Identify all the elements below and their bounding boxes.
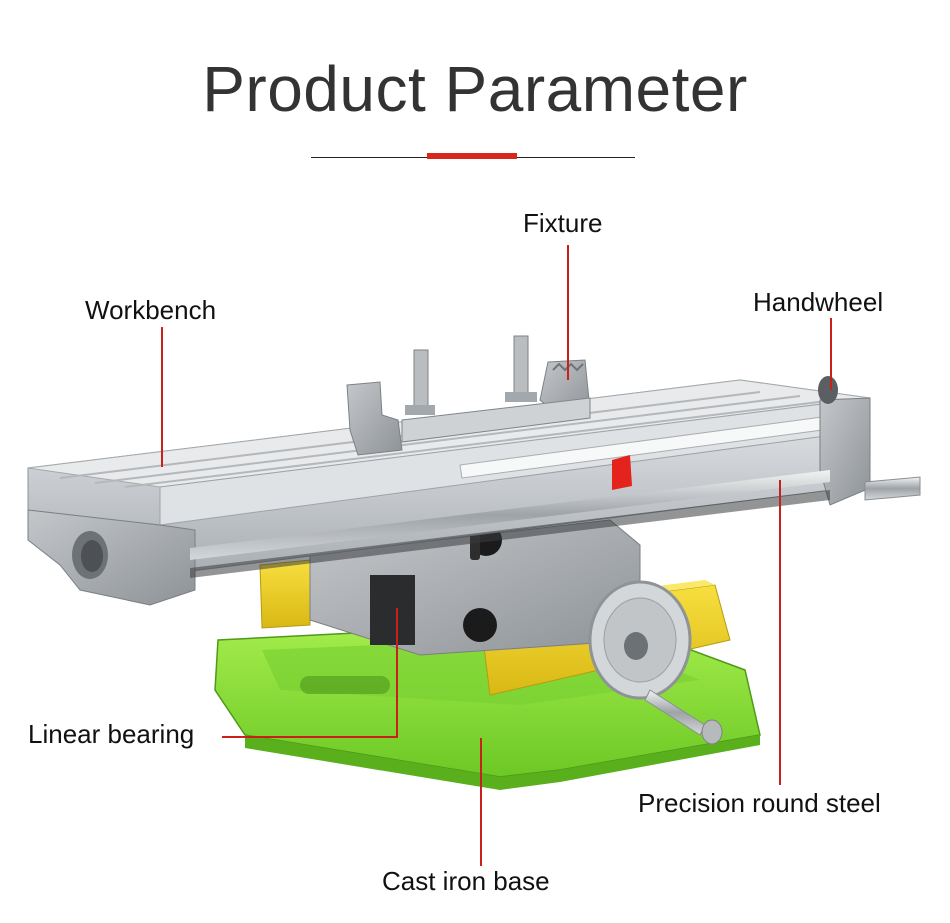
workbench-leader-line	[161, 327, 163, 467]
precision-round-steel-label: Precision round steel	[638, 788, 881, 818]
cast-iron-base-label: Cast iron base	[382, 866, 550, 896]
front-handwheel-shape	[588, 580, 723, 745]
page-title: Product Parameter	[202, 53, 748, 125]
fixture-leader-line	[567, 245, 569, 380]
linear-bearing-leader-line-vertical	[396, 608, 398, 738]
linear-bearing-label: Linear bearing	[28, 719, 195, 749]
handwheel-leader-line	[830, 318, 832, 390]
linear-bearing-leader-line	[222, 736, 397, 738]
cast-iron-base-leader-line	[480, 738, 482, 866]
title-divider-accent	[427, 153, 517, 159]
handwheel-label: Handwheel	[753, 287, 884, 317]
round-steel-rods	[190, 470, 921, 578]
workbench-label: Workbench	[85, 295, 217, 325]
precision-round-steel-leader-line	[779, 480, 781, 785]
fixture-label: Fixture	[523, 208, 603, 238]
